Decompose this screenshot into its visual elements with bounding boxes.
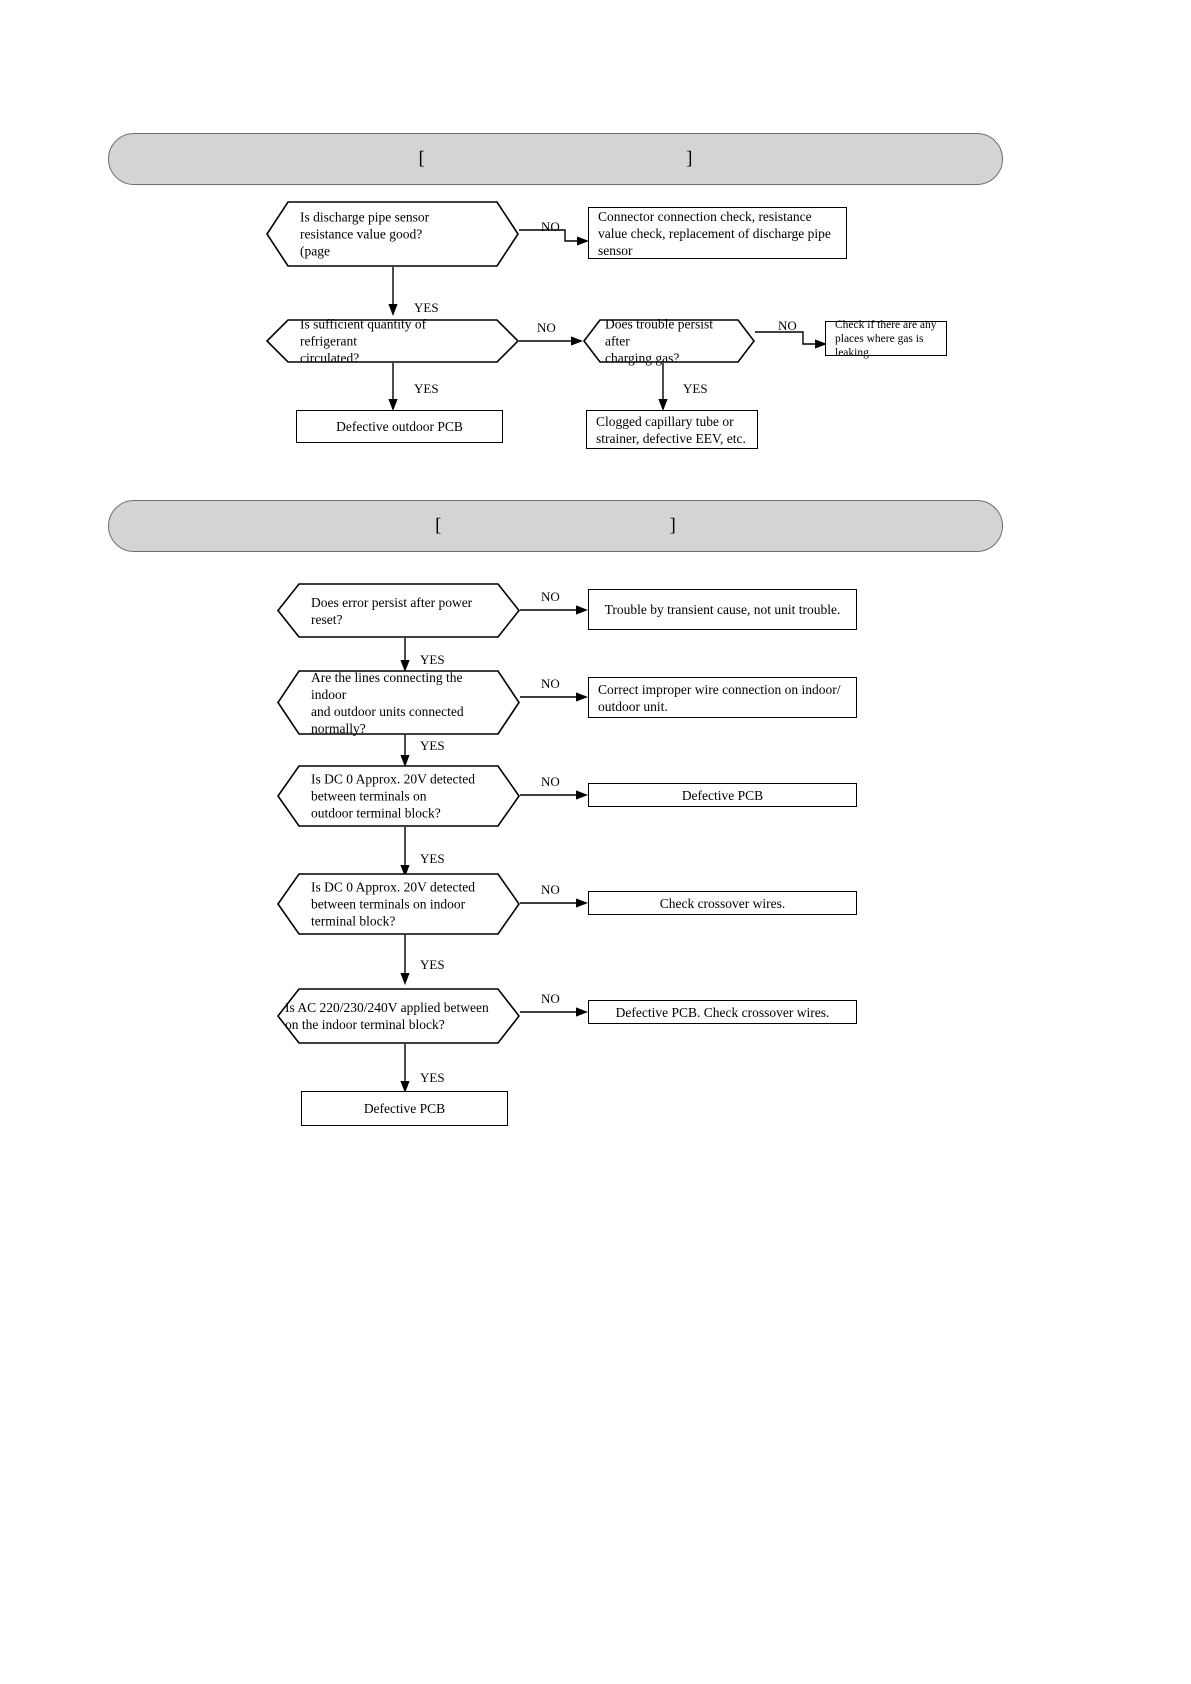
decision-trouble-after-charging-text: Does trouble persist after charging gas?	[605, 316, 713, 366]
result-clogged-capillary-tube: Clogged capillary tube or strainer, defe…	[586, 410, 758, 449]
action-check-crossover-wires-text: Check crossover wires.	[659, 895, 786, 911]
edge-e3-yes	[398, 827, 412, 877]
edge-label-e1-no: NO	[541, 589, 560, 604]
action-correct-wire-connection-text: Correct improper wire connection on indo…	[598, 681, 841, 714]
action-connector-check: Connector connection check, resistance v…	[588, 207, 847, 259]
edge-label-e1-yes: YES	[420, 652, 445, 667]
result-defective-indoor-pcb: Defective PCB	[301, 1091, 508, 1126]
action-correct-wire-connection: Correct improper wire connection on indo…	[588, 677, 857, 718]
edge-e2-yes	[398, 735, 412, 767]
decision-error-persist-power-reset-text: Does error persist after power reset?	[311, 594, 473, 627]
decision-refrigerant-quantity: Is sufficient quantity of refrigerant ci…	[265, 317, 520, 366]
decision-dc-voltage-indoor-terminal: Is DC 0 Approx. 20V detected between ter…	[277, 873, 520, 935]
section-banner-2: [ ]	[108, 500, 1003, 552]
action-connector-check-text: Connector connection check, resistance v…	[598, 208, 831, 258]
decision-indoor-outdoor-lines: Are the lines connecting the indoor and …	[277, 669, 520, 736]
action-check-gas-leak-text: Check if there are any places where gas …	[835, 318, 937, 359]
decision-dc-voltage-indoor-terminal-text: Is DC 0 Approx. 20V detected between ter…	[311, 879, 475, 929]
decision-indoor-outdoor-lines-text: Are the lines connecting the indoor and …	[311, 669, 464, 736]
edge-e1-no	[520, 603, 588, 617]
decision-trouble-after-charging: Does trouble persist after charging gas?	[582, 317, 756, 366]
section-banner-1-title: [ ]	[418, 148, 693, 169]
edge-label-e5-no: NO	[541, 991, 560, 1006]
result-defective-indoor-pcb-text: Defective PCB	[363, 1101, 446, 1116]
decision-dc-voltage-outdoor-terminal-text: Is DC 0 Approx. 20V detected between ter…	[311, 771, 475, 821]
result-defective-pcb-outdoor: Defective PCB	[588, 783, 857, 807]
edge-e2-no	[520, 690, 588, 704]
section-banner-1: [ ]	[108, 133, 1003, 185]
decision-discharge-pipe-sensor-text: Is discharge pipe sensor resistance valu…	[300, 209, 430, 259]
edge-label-d2-no: NO	[537, 320, 556, 335]
result-clogged-capillary-tube-text: Clogged capillary tube or strainer, defe…	[596, 413, 746, 446]
result-defective-pcb-check-crossover: Defective PCB. Check crossover wires.	[588, 1000, 857, 1024]
edge-e5-yes	[398, 1044, 412, 1093]
edge-label-e3-no: NO	[541, 774, 560, 789]
edge-label-e4-no: NO	[541, 882, 560, 897]
edge-label-d1-no: NO	[541, 219, 560, 234]
edge-label-e4-yes: YES	[420, 957, 445, 972]
edge-d1-yes	[386, 267, 400, 316]
edge-label-e2-no: NO	[541, 676, 560, 691]
edge-label-d2-yes: YES	[414, 381, 439, 396]
edge-e4-yes	[398, 935, 412, 985]
action-check-crossover-wires: Check crossover wires.	[588, 891, 857, 915]
result-transient-cause-text: Trouble by transient cause, not unit tro…	[604, 602, 841, 617]
result-defective-pcb-outdoor-text: Defective PCB	[681, 787, 764, 803]
edge-e1-yes	[398, 638, 412, 672]
result-defective-outdoor-pcb-text: Defective outdoor PCB	[336, 419, 463, 434]
edge-label-d3-yes: YES	[683, 381, 708, 396]
edge-label-e3-yes: YES	[420, 851, 445, 866]
decision-dc-voltage-outdoor-terminal: Is DC 0 Approx. 20V detected between ter…	[277, 765, 520, 827]
edge-d3-no	[755, 327, 827, 351]
decision-ac-voltage-indoor-terminal: Is AC 220/230/240V applied between on th…	[276, 988, 521, 1044]
decision-error-persist-power-reset: Does error persist after power reset?	[276, 583, 521, 638]
edge-d3-yes	[656, 363, 670, 411]
edge-e3-no	[520, 788, 588, 802]
action-check-gas-leak: Check if there are any places where gas …	[825, 319, 947, 359]
decision-ac-voltage-indoor-terminal-text: Is AC 220/230/240V applied between on th…	[285, 1000, 489, 1032]
edge-label-d3-no: NO	[778, 318, 797, 333]
section-banner-2-title: [ ]	[435, 515, 676, 536]
result-defective-outdoor-pcb: Defective outdoor PCB	[296, 410, 503, 443]
edge-label-d1-yes: YES	[414, 300, 439, 315]
edge-d2-no	[519, 334, 583, 348]
edge-d1-no	[519, 225, 589, 247]
decision-discharge-pipe-sensor: Is discharge pipe sensor resistance valu…	[266, 201, 519, 267]
decision-refrigerant-quantity-text: Is sufficient quantity of refrigerant ci…	[300, 316, 427, 366]
edge-d2-yes	[386, 363, 400, 411]
result-transient-cause: Trouble by transient cause, not unit tro…	[588, 589, 857, 630]
edge-e4-no	[520, 896, 588, 910]
edge-e5-no	[520, 1005, 588, 1019]
edge-label-e5-yes: YES	[420, 1070, 445, 1085]
edge-label-e2-yes: YES	[420, 738, 445, 753]
result-defective-pcb-check-crossover-text: Defective PCB. Check crossover wires.	[615, 1004, 830, 1020]
